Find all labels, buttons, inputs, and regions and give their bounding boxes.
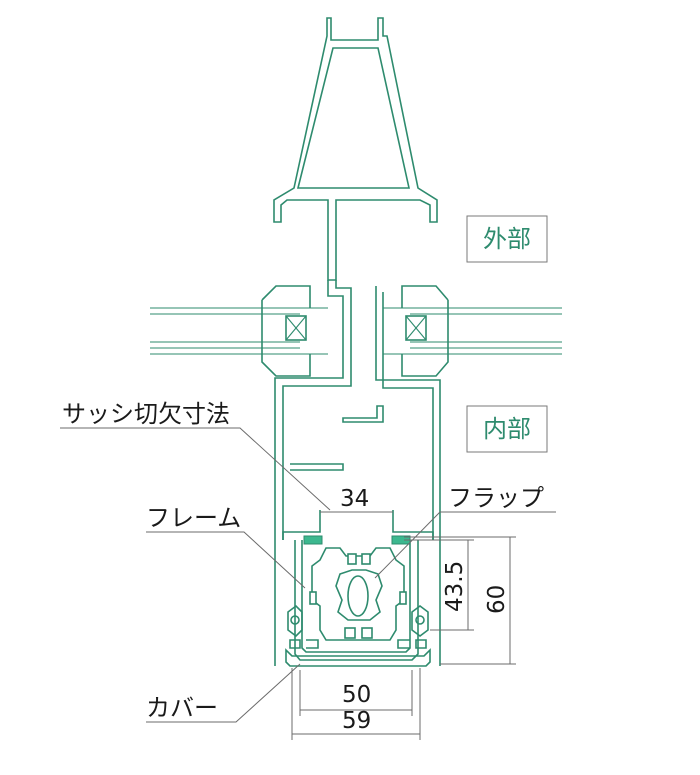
frame-assembly bbox=[285, 535, 431, 667]
exterior-box: 外部 bbox=[466, 215, 548, 263]
dim-outer-width: 59 bbox=[342, 708, 371, 734]
exterior-label: 外部 bbox=[483, 225, 531, 253]
leader-lines bbox=[60, 427, 556, 723]
interior-label: 内部 bbox=[483, 415, 531, 443]
dim-inner-width: 50 bbox=[342, 682, 371, 708]
frame-label: フレーム bbox=[146, 504, 241, 532]
left-glazing bbox=[150, 285, 328, 377]
dimension-lines bbox=[291, 511, 516, 740]
mullion-top bbox=[273, 17, 438, 281]
cutout-opening bbox=[282, 510, 434, 540]
sash-cutout-label: サッシ切欠寸法 bbox=[62, 400, 230, 428]
dim-flap-height: 43.5 bbox=[442, 561, 468, 612]
right-glazing bbox=[383, 285, 562, 377]
sash-body bbox=[274, 280, 441, 666]
dim-cutout-width: 34 bbox=[340, 486, 369, 512]
interior-box: 内部 bbox=[466, 405, 548, 453]
flap-label: フラップ bbox=[448, 484, 544, 512]
cover-label: カバー bbox=[146, 694, 218, 722]
dim-total-height: 60 bbox=[484, 585, 510, 614]
